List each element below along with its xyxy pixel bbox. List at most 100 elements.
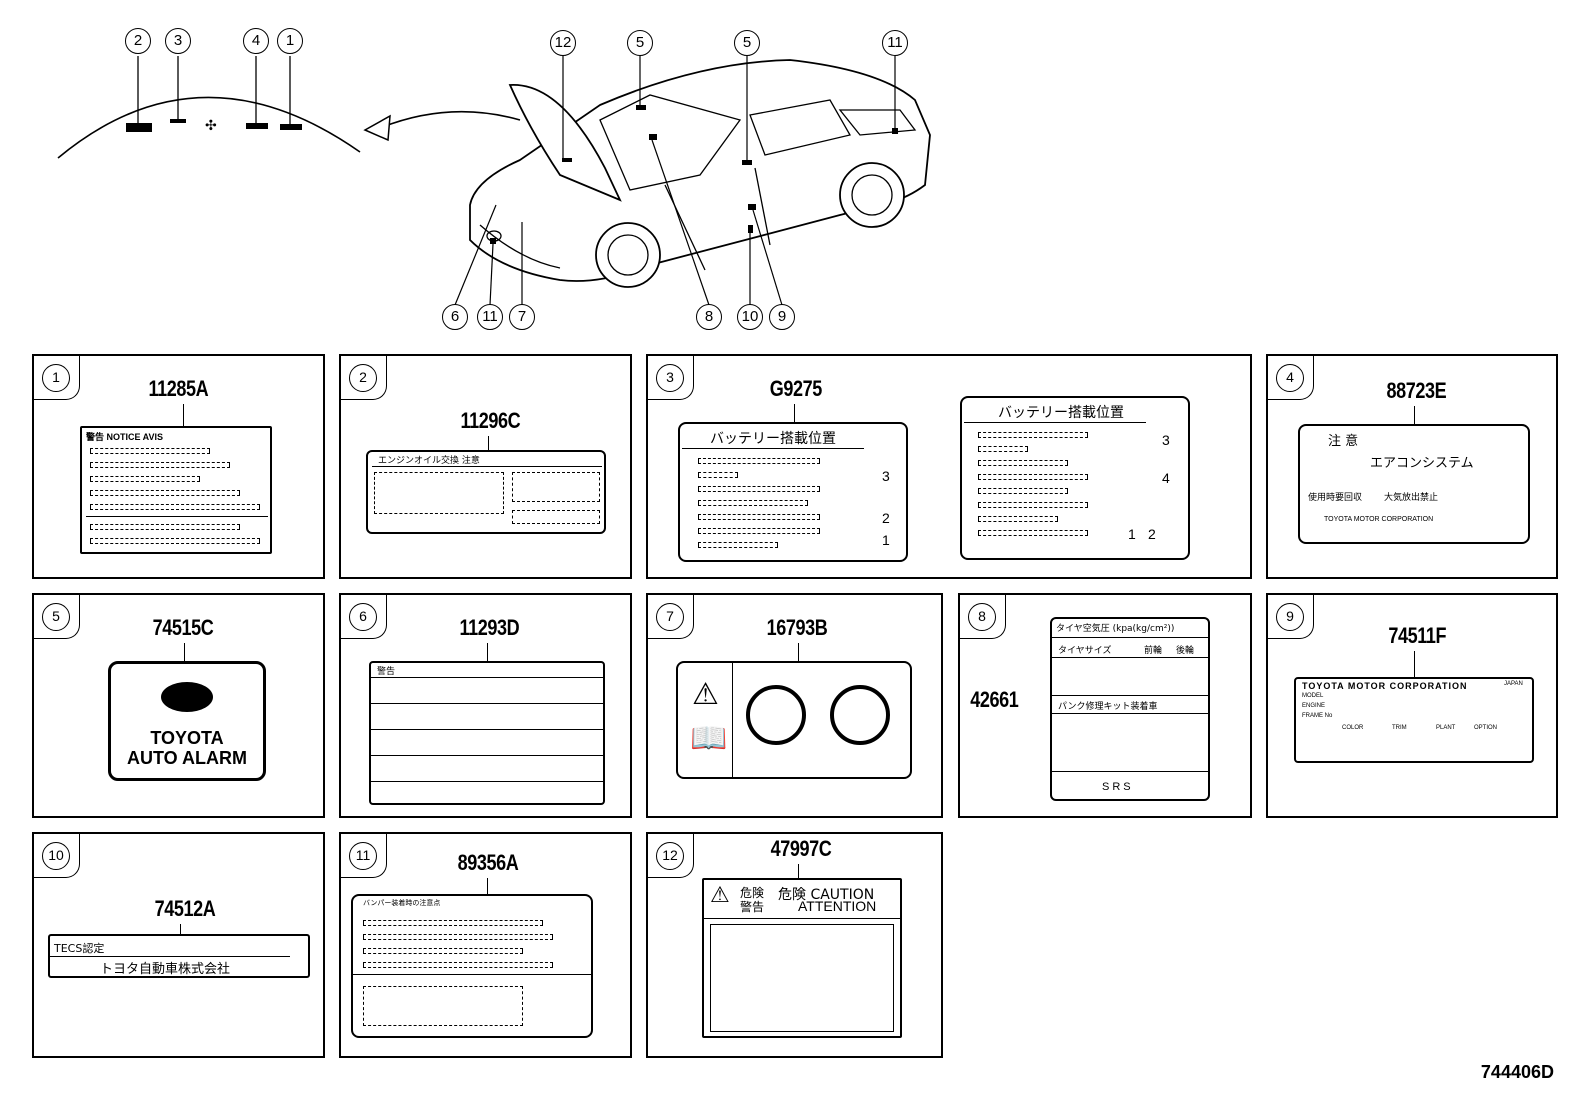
dashed-line — [374, 472, 504, 514]
label-engine: ENGINE — [1302, 703, 1326, 709]
label-bumper: バンパー装着時の注意点 — [351, 894, 593, 1038]
label-plant: PLANT — [1436, 725, 1456, 731]
label-srs: SRS — [1102, 781, 1134, 793]
label-pictogram: ⚠ 📖 — [676, 661, 912, 779]
leader-line — [488, 436, 489, 450]
divider — [1052, 657, 1208, 658]
label-notice: 警告 NOTICE AVIS — [80, 426, 272, 554]
label-country: JAPAN — [1504, 681, 1523, 687]
label-subheading: エアコンシステム — [1370, 456, 1474, 471]
divider — [704, 918, 900, 919]
callout-11-car-top: 11 — [882, 30, 908, 56]
part-number: 88723E — [1386, 378, 1447, 403]
manual-book-icon: 📖 — [690, 722, 728, 755]
vehicle-outline-drawing: ✣ — [57, 56, 931, 306]
divider — [1052, 637, 1208, 638]
panel-number: 11 — [349, 842, 377, 870]
label-model: MODEL — [1302, 693, 1324, 699]
divider — [964, 422, 1146, 423]
part-number: 11285A — [148, 376, 209, 401]
panel-4: 4 88723E 注 意 エアコンシステム 使用時要回収 大気放出禁止 TOYO… — [1266, 354, 1558, 579]
panel-3: 3 G9275 バッテリー搭載位置 3 2 1 バッテリー搭載位置 3 4 1 … — [646, 354, 1252, 579]
label-company: トヨタ自動車株式会社 — [100, 962, 231, 977]
dashed-line — [698, 514, 820, 520]
dashed-line — [90, 448, 210, 454]
warning-triangle-icon: ⚠ — [710, 882, 730, 907]
callout-3-windshield: 3 — [165, 28, 191, 54]
label-col-rear: 後輪 — [1176, 646, 1195, 656]
dashed-line — [698, 542, 778, 548]
divider — [371, 677, 603, 678]
panel-tab — [341, 595, 387, 639]
label-heading: バンパー装着時の注意点 — [363, 899, 441, 907]
label-danger-jp: 危険 — [740, 886, 765, 900]
label-brand: TOYOTA — [150, 728, 224, 748]
panel-number: 5 — [42, 603, 70, 631]
leader-line — [798, 643, 799, 661]
label-vin-plate: TOYOTA MOTOR CORPORATION JAPAN MODEL ENG… — [1294, 677, 1534, 763]
divider — [371, 781, 603, 782]
panel-number: 8 — [968, 603, 996, 631]
divider — [682, 448, 864, 449]
panel-1: 1 11285A 警告 NOTICE AVIS — [32, 354, 325, 579]
dashed-line — [978, 474, 1088, 480]
dashed-line — [978, 488, 1068, 494]
label-warning: 警告 — [369, 661, 605, 805]
panel-number: 4 — [1276, 364, 1304, 392]
divider — [1052, 713, 1208, 714]
panel-2: 2 11296C エンジンオイル交換 注意 — [339, 354, 632, 579]
panel-tab — [648, 356, 694, 400]
dashed-line — [90, 476, 200, 482]
divider — [732, 663, 733, 777]
vehicle-overview-illustration: ✣ — [0, 0, 1592, 345]
label-option: OPTION — [1474, 725, 1498, 731]
label-product: AUTO ALARM — [127, 748, 247, 768]
callout-10-car: 10 — [737, 304, 763, 330]
dashed-line — [90, 538, 260, 544]
label-heading: バッテリー搭載位置 — [998, 405, 1124, 421]
dashed-line — [90, 524, 240, 530]
dashed-line — [363, 986, 523, 1026]
label-cert: TECS認定 — [54, 942, 105, 955]
leader-line — [487, 643, 488, 661]
dashed-line — [978, 432, 1088, 438]
panel-11: 11 89356A バンパー装着時の注意点 — [339, 832, 632, 1058]
diagram-reference-number: 744406D — [1480, 1062, 1554, 1082]
position-mark: 2 — [1148, 526, 1156, 542]
label-tire-pressure: タイヤ空気圧 (kpa(kg/cm²)) タイヤサイズ 前輪 後輪 パンク修理キ… — [1050, 617, 1210, 801]
svg-text:✣: ✣ — [205, 118, 217, 134]
label-color: COLOR — [1342, 725, 1364, 731]
callout-9-car: 9 — [769, 304, 795, 330]
position-mark: 1 — [1128, 526, 1136, 542]
callout-8-car: 8 — [696, 304, 722, 330]
divider — [371, 729, 603, 730]
panel-8: 8 42661 タイヤ空気圧 (kpa(kg/cm²)) タイヤサイズ 前輪 後… — [958, 593, 1252, 818]
panel-tab — [341, 834, 387, 878]
position-mark: 4 — [1162, 470, 1170, 486]
dashed-line — [978, 460, 1068, 466]
divider — [372, 466, 602, 467]
panel-number: 1 — [42, 364, 70, 392]
label-col-front: 前輪 — [1144, 646, 1163, 656]
dashed-line — [978, 446, 1028, 452]
panel-tab — [1268, 595, 1314, 639]
divider — [1052, 771, 1208, 772]
panel-6: 6 11293D 警告 — [339, 593, 632, 818]
divider — [353, 974, 591, 975]
panel-number: 10 — [42, 842, 70, 870]
leader-line — [1414, 406, 1415, 424]
leader-line — [794, 404, 795, 422]
label-repair-kit: パンク修理キット装着車 — [1058, 702, 1158, 712]
part-number: 42661 — [970, 687, 1019, 712]
label-heading: バッテリー搭載位置 — [710, 431, 836, 447]
label-heading: 警告 NOTICE AVIS — [86, 432, 164, 442]
dashed-line — [90, 462, 230, 468]
panel-number: 6 — [349, 603, 377, 631]
part-number: 11296C — [460, 408, 521, 433]
label-col-size: タイヤサイズ — [1058, 646, 1112, 656]
position-mark: 2 — [882, 510, 890, 526]
panel-tab — [34, 356, 80, 400]
panel-number: 7 — [656, 603, 684, 631]
label-battery-a: バッテリー搭載位置 3 2 1 — [678, 422, 908, 562]
part-number: 16793B — [766, 615, 828, 640]
